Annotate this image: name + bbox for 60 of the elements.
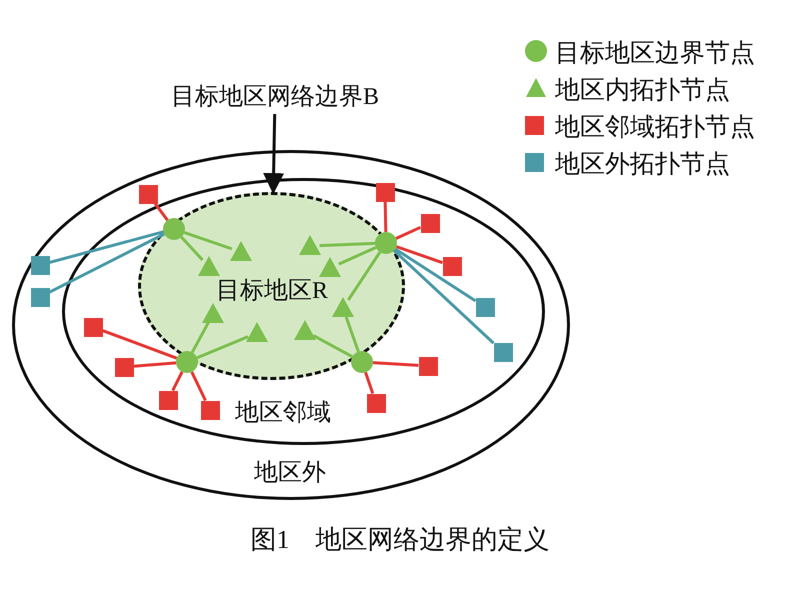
region-label: 目标地区R — [216, 277, 328, 306]
neighbor-node-icon — [138, 184, 158, 204]
link-line — [372, 361, 419, 367]
inner-node-icon — [197, 255, 221, 279]
link-line — [190, 322, 210, 354]
outside-node-icon — [494, 342, 512, 362]
neighbor-node-icon — [84, 318, 102, 336]
legend-label: 目标地区边界节点 — [555, 39, 755, 69]
outside-node-icon — [30, 256, 50, 274]
inner-node-icon — [298, 234, 322, 258]
neighbor-node-icon — [418, 356, 438, 376]
boundary-node-icon — [351, 351, 373, 373]
boundary-node-icon — [176, 351, 198, 373]
outside-node-icon — [476, 298, 494, 316]
link-line — [180, 236, 204, 261]
link-line — [154, 202, 169, 222]
link-line — [395, 226, 422, 240]
link-line — [196, 335, 249, 360]
neighbor-node-icon — [366, 394, 386, 412]
link-line — [184, 231, 232, 250]
link-line — [48, 232, 165, 294]
link-line — [49, 230, 164, 264]
neighbor-node-icon — [158, 390, 178, 410]
link-line — [102, 329, 178, 360]
legend-label: 地区邻域拓扑节点 — [555, 113, 755, 143]
neighbor-node-icon — [420, 214, 440, 232]
region-label: 地区外 — [254, 459, 326, 488]
link-line — [384, 201, 388, 232]
link-line — [312, 334, 354, 358]
inner-node-icon — [201, 302, 225, 326]
boundary-node-icon — [163, 218, 185, 240]
outside-node-icon — [30, 288, 50, 306]
inner-node-icon — [293, 319, 317, 343]
leader-arrow — [263, 114, 284, 194]
neighbor-node-icon — [442, 256, 462, 276]
link-line — [171, 371, 184, 392]
legend-label: 地区外拓扑节点 — [555, 150, 730, 180]
inner-node-icon — [331, 296, 355, 320]
figure-caption: 图1 地区网络边界的定义 — [250, 524, 550, 556]
neighbor-node-icon — [376, 182, 394, 202]
neighbor-node-icon — [114, 358, 134, 376]
link-line — [344, 316, 360, 352]
link-line — [364, 372, 374, 394]
link-line — [396, 245, 443, 264]
boundary-node-icon — [375, 232, 397, 254]
region-ellipse — [62, 178, 545, 445]
link-line — [393, 249, 495, 344]
link-line — [394, 248, 476, 302]
link-line — [347, 251, 382, 301]
link-line — [320, 242, 376, 248]
link-line — [133, 361, 176, 368]
link-line — [338, 246, 377, 266]
boundary-label-text: 目标地区网络边界B — [171, 83, 380, 112]
legend-label: 地区内拓扑节点 — [555, 76, 730, 106]
region-label: 地区邻域 — [235, 399, 331, 428]
inner-node-icon — [245, 321, 269, 345]
neighbor-node-icon — [200, 400, 220, 420]
inner-node-icon — [318, 256, 342, 280]
inner-node-icon — [229, 240, 253, 264]
link-line — [190, 371, 207, 402]
